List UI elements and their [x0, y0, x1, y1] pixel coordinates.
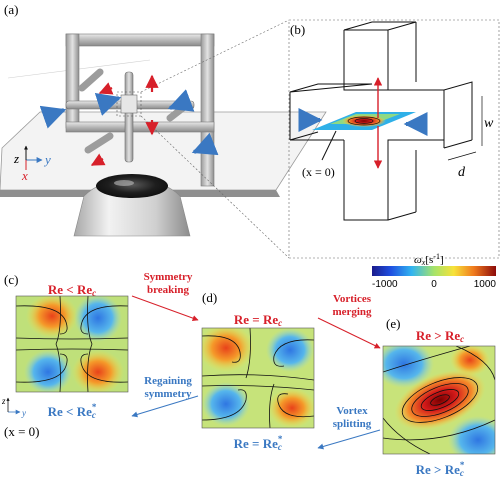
- panel-c-border: [15, 295, 129, 393]
- colorbar-tick-min: -1000: [372, 279, 398, 290]
- panel-c-top-label: Re < Rec: [48, 282, 96, 298]
- tube-vertical: [124, 71, 134, 163]
- c-axis-z-label: z: [1, 396, 6, 406]
- colorbar-gradient: [372, 266, 496, 276]
- panel-a: (a) z: [0, 2, 327, 259]
- colorbar: ωx[s-1] -1000 0 1000: [372, 252, 496, 290]
- panel-c-label: (c): [4, 272, 18, 287]
- c-axis-y-label: y: [21, 408, 26, 418]
- panel-a-label: (a): [4, 2, 18, 17]
- panel-d-label: (d): [202, 290, 217, 305]
- c-origin-label: (x = 0): [4, 424, 40, 439]
- origin-label: (x = 0): [302, 165, 335, 179]
- arrow-symmetry-breaking: [131, 295, 199, 321]
- lens-highlight: [114, 180, 134, 186]
- arrow-vortices-merging: [317, 317, 381, 349]
- frame-left: [65, 33, 80, 129]
- tube-stub: [78, 68, 104, 92]
- arrow-regaining-symmetry: [131, 395, 199, 418]
- outflow-arrow: [90, 153, 106, 166]
- colorbar-tick-max: 1000: [474, 279, 497, 290]
- panel-b: (b) (x = 0): [288, 19, 500, 259]
- label-symmetry-breaking-1: Symmetry: [144, 271, 193, 283]
- panel-c: (c) Re < Rec Re < Rec*: [1, 272, 129, 439]
- inflow-arrow: [191, 132, 219, 156]
- panel-e-field: [383, 346, 495, 454]
- dim-d-line: [447, 151, 477, 161]
- inflow-arrow: [94, 92, 122, 116]
- transition-c-d: Symmetry breaking Regaining symmetry: [131, 271, 199, 418]
- label-symmetry-breaking-2: breaking: [147, 284, 189, 296]
- label-regaining-symmetry-1: Regaining: [144, 375, 192, 387]
- frame-top: [65, 33, 215, 47]
- objective-lens: [96, 174, 168, 198]
- origin-pointer: [321, 130, 337, 161]
- panel-d-field: [202, 328, 314, 428]
- streamline: [347, 116, 381, 126]
- panel-b-frame: [288, 19, 500, 259]
- colorbar-title: ωx[s-1]: [414, 252, 444, 267]
- panel-d: (d) Re = Rec Re = Rec*: [201, 290, 315, 452]
- label-vortices-merging-1: Vortices: [333, 293, 372, 305]
- axis-y-label: y: [43, 152, 51, 167]
- panel-c-bottom-label: Re < Rec*: [48, 402, 97, 420]
- frame-bottom: [65, 121, 215, 133]
- outflow-arrow: [98, 82, 114, 95]
- inflow-arrow: [167, 89, 195, 112]
- transition-d-e: Vortices merging Vortex splitting: [317, 293, 381, 450]
- label-vortices-merging-2: merging: [332, 306, 372, 318]
- dim-w-label: w: [484, 116, 494, 131]
- inset-leader: [140, 19, 290, 93]
- panel-d-bottom-label: Re = Rec*: [234, 434, 283, 452]
- tube-stub: [84, 132, 114, 154]
- frame-right: [200, 33, 215, 187]
- cross-channel-wireframe: [289, 21, 473, 221]
- label-regaining-symmetry-2: symmetry: [144, 388, 192, 400]
- panel-e-label: (e): [386, 316, 400, 331]
- colorbar-tick-mid: 0: [431, 279, 437, 290]
- label-vortex-splitting-1: Vortex: [336, 405, 368, 417]
- panel-e: (e) Re > Rec Re > Rec*: [382, 316, 496, 478]
- panel-d-border: [201, 327, 315, 429]
- panel-c-field: [16, 296, 128, 392]
- cross-junction: [120, 94, 138, 114]
- dim-d-label: d: [458, 165, 466, 180]
- arrow-vortex-splitting: [317, 429, 381, 450]
- panel-e-border: [382, 345, 496, 455]
- panel-e-bottom-label: Re > Rec*: [416, 460, 465, 478]
- label-vortex-splitting-2: splitting: [333, 418, 372, 430]
- streamline: [354, 118, 374, 124]
- panel-b-label: (b): [290, 22, 305, 37]
- axis-x-label: x: [21, 168, 28, 183]
- inflow-arrow: [39, 105, 67, 129]
- panel-d-top-label: Re = Rec: [234, 312, 282, 328]
- axis-z-label: z: [13, 151, 19, 166]
- panel-e-top-label: Re > Rec: [416, 328, 464, 344]
